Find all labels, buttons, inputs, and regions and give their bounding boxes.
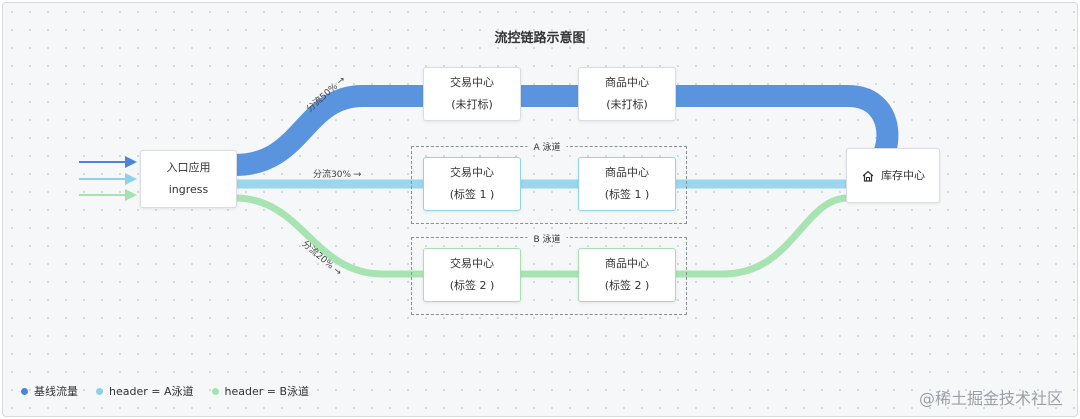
legend-dot-lane-b: [211, 387, 219, 395]
legend-dot-lane-a: [96, 387, 103, 395]
node-tag: (标签 2 ): [449, 279, 495, 292]
diagram-title: 流控链路示意图: [494, 31, 586, 46]
node-name: 商品中心: [605, 166, 649, 179]
legend-label: header = A泳道: [109, 385, 194, 398]
watermark: @稀土掘金技术社区: [918, 389, 1063, 408]
node-tag: (标签 1 ): [449, 188, 495, 201]
node-name: 交易中心: [450, 166, 494, 179]
lane-b-flow: [234, 194, 849, 278]
node-name: 商品中心: [605, 76, 649, 89]
lane-a-goods-node[interactable]: 商品中心 (标签 1 ): [578, 157, 676, 211]
node-tag: (标签 1 ): [604, 188, 650, 201]
legend-item-lane-b: header = B泳道: [211, 383, 310, 399]
legend-label: 基线流量: [34, 385, 78, 398]
node-tag: (未打标): [451, 98, 493, 111]
home-icon: [862, 170, 874, 182]
node-tag: (未打标): [606, 98, 648, 111]
lane-a-flow-label: 分流30% →: [313, 170, 362, 180]
lane-b-label: B 泳道: [527, 232, 567, 245]
lane-b-goods-node[interactable]: 商品中心 (标签 2 ): [578, 248, 676, 302]
baseline-trade-node[interactable]: 交易中心 (未打标): [423, 67, 521, 121]
entry-node[interactable]: 入口应用 ingress: [140, 150, 237, 208]
entry-node-sub: ingress: [168, 183, 209, 196]
inventory-node-name: 库存中心: [881, 168, 925, 182]
lane-a-trade-node[interactable]: 交易中心 (标签 1 ): [423, 157, 521, 211]
node-tag: (标签 2 ): [604, 279, 650, 292]
legend-label: header = B泳道: [224, 385, 310, 398]
node-name: 商品中心: [605, 257, 649, 270]
lane-b-trade-node[interactable]: 交易中心 (标签 2 ): [423, 248, 521, 302]
entry-node-name: 入口应用: [166, 161, 211, 174]
lane-a-label: A 泳道: [527, 140, 567, 153]
inventory-node[interactable]: 库存中心: [846, 148, 940, 203]
legend: 基线流量 header = A泳道 header = B泳道: [21, 383, 309, 399]
legend-item-baseline: 基线流量: [21, 383, 78, 399]
baseline-goods-node[interactable]: 商品中心 (未打标): [578, 67, 676, 121]
legend-dot-baseline: [21, 387, 28, 395]
legend-item-lane-a: header = A泳道: [96, 383, 194, 399]
node-name: 交易中心: [450, 76, 494, 89]
incoming-arrows: [79, 156, 137, 201]
node-name: 交易中心: [450, 257, 494, 270]
